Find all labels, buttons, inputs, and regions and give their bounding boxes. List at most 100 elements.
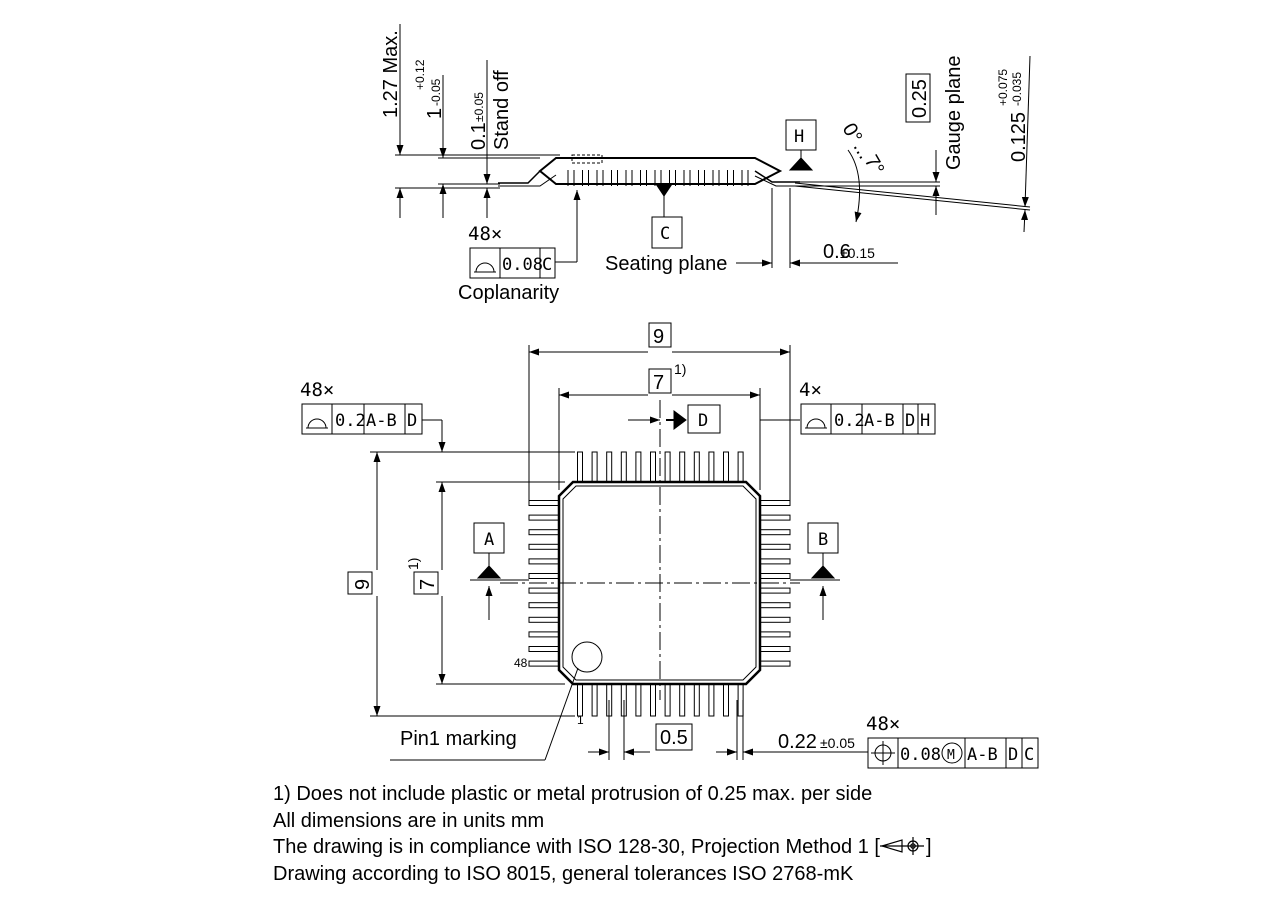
profile-right-datum-3: H: [920, 411, 930, 431]
note-projection: The drawing is in compliance with ISO 12…: [273, 834, 1173, 861]
position-modifier: M: [947, 748, 955, 763]
left-leads: [528, 500, 560, 667]
lead: [635, 451, 642, 483]
lead: [759, 573, 791, 579]
lead: [693, 451, 700, 483]
lead: [737, 683, 744, 717]
profile-fcf-right: [800, 403, 936, 435]
seating-plane-label: Seating plane: [605, 253, 727, 275]
coplanarity-datum: C: [542, 255, 552, 275]
lead: [528, 631, 560, 638]
datum-c-triangle: [655, 183, 673, 197]
lead: [723, 451, 729, 483]
lead-thk-base: 0.125: [1008, 112, 1030, 162]
lead: [759, 500, 791, 506]
lead: [679, 451, 686, 483]
standoff-tol: ±0.05: [472, 92, 486, 122]
notes: 1) Does not include plastic or metal pro…: [273, 781, 1173, 887]
side-view: [395, 24, 1031, 279]
pin1-marking-label: Pin1 marking: [400, 728, 517, 750]
lead-width-tol: ±0.05: [820, 735, 855, 751]
profile-right-value: 0.2: [834, 411, 865, 431]
profile-left-value: 0.2: [335, 411, 366, 431]
lead: [759, 631, 791, 638]
position-fcf: [867, 737, 1039, 769]
foot-length-value: 0.6: [823, 241, 851, 263]
profile-surface-icon-right: [805, 418, 827, 429]
pin48-label: 48: [514, 656, 528, 670]
side-body-dashed-cavity: [571, 154, 603, 164]
lead: [759, 558, 791, 565]
lead: [708, 683, 715, 717]
pin1-marker: [571, 641, 603, 673]
position-count: 48×: [866, 713, 900, 735]
top-leads: [577, 451, 744, 483]
lead: [528, 529, 560, 536]
lead: [664, 451, 671, 483]
overall-width-box: [648, 322, 672, 348]
lead-thk-tol-plus: +0.075: [996, 69, 1010, 106]
note-protrusion: 1) Does not include plastic or metal pro…: [273, 783, 873, 805]
body-thk-tol-minus: -0.05: [429, 78, 443, 106]
profile-left-datum-1: A-B: [366, 411, 397, 431]
lead: [679, 683, 686, 717]
top-view-labels: 9 7 1) 9 7 1) D A B 48× 0.2 A-B D 4× 0.2…: [300, 326, 1034, 765]
lead: [528, 646, 560, 652]
foot-length-tol: ±0.15: [840, 245, 875, 261]
body-height-label: 7: [417, 579, 439, 590]
datum-h-label: H: [794, 127, 804, 147]
coplanarity-label: Coplanarity: [458, 282, 559, 304]
lead: [591, 683, 598, 717]
note-projection-text: The drawing is in compliance with ISO 12…: [273, 836, 880, 858]
lead: [759, 514, 791, 521]
datum-h-triangle: [788, 157, 814, 171]
datum-d-box: [687, 404, 721, 434]
coplanarity-fcf: [469, 247, 556, 279]
side-view-labels: 1.27 Max. +0.12 1 -0.05 0.1 ±0.05 Stand …: [380, 30, 1030, 304]
top-body-outline: [557, 480, 762, 686]
lead: [737, 451, 744, 483]
lead: [528, 573, 560, 579]
lead: [759, 543, 791, 550]
lead: [650, 451, 656, 483]
top-view: [301, 322, 1039, 769]
overall-width-label: 9: [653, 326, 664, 348]
profile-left-datum-2: D: [407, 411, 417, 431]
body-thk-base: 1: [424, 108, 446, 119]
lead: [759, 660, 791, 667]
lead: [528, 514, 560, 521]
left-lead-foot-inner: [498, 174, 557, 187]
position-datum-2: D: [1008, 745, 1018, 765]
profile-right-count: 4×: [799, 379, 822, 401]
coplanarity-value: 0.08: [502, 255, 543, 275]
side-leads: [567, 170, 749, 186]
lead: [759, 602, 791, 609]
lead-thk-tol-minus: -0.035: [1010, 72, 1024, 106]
datum-a-label: A: [484, 530, 494, 550]
body-width-label: 7: [653, 372, 664, 394]
body-thk-tol-plus: +0.12: [413, 59, 427, 90]
lead: [708, 451, 715, 483]
body-height-note: 1): [405, 558, 421, 570]
profile-surface-icon-left: [306, 418, 328, 429]
gauge-label: Gauge plane: [943, 55, 965, 170]
datum-b-triangle: [810, 565, 836, 579]
datum-d-label: D: [698, 411, 708, 431]
lead: [577, 683, 583, 717]
lead: [759, 616, 791, 623]
lead: [577, 451, 583, 483]
projection-method-icon: [879, 837, 924, 855]
position-datum-3: C: [1024, 745, 1034, 765]
angle-arc: [847, 149, 862, 223]
position-datum-1: A-B: [967, 745, 998, 765]
body-width-box: [648, 368, 672, 394]
position-value: 0.08: [900, 745, 941, 765]
datum-b-label: B: [818, 530, 828, 550]
pin1-label: 1: [577, 713, 584, 727]
lead: [528, 543, 560, 550]
overall-height-box: [347, 571, 373, 595]
pitch-label: 0.5: [660, 727, 688, 749]
side-body-outline: [538, 157, 783, 185]
lead: [759, 587, 791, 594]
